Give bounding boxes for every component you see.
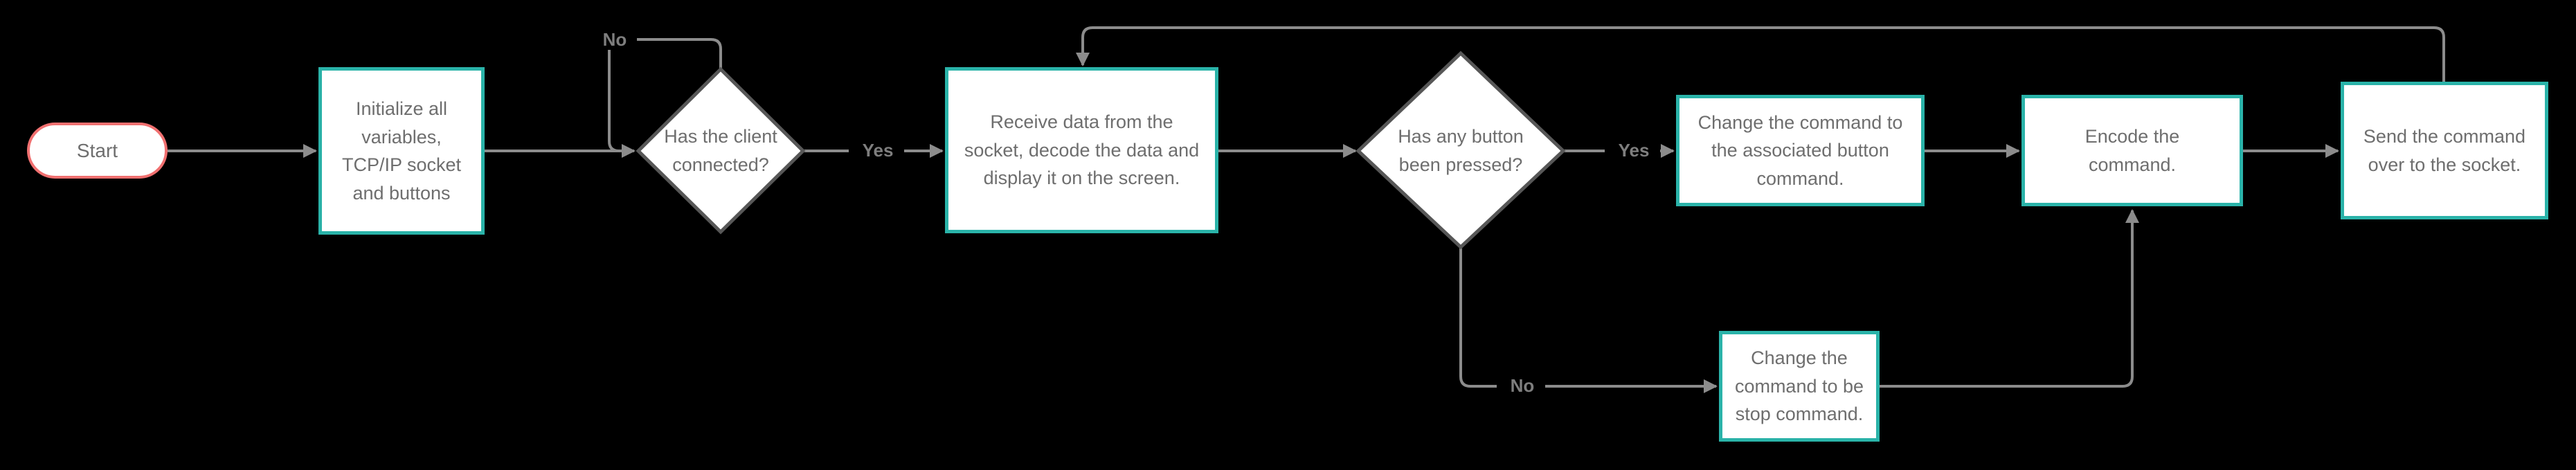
decision-button-pressed-label: Has any button been pressed? [1398, 126, 1524, 175]
edge-client-no-loop-out [631, 38, 722, 69]
edge-label-client-yes: Yes [852, 140, 904, 161]
edge-button-no-a [1459, 247, 1497, 388]
edge-label-button-yes: Yes [1607, 140, 1660, 161]
decision-client-connected-shape [636, 66, 806, 235]
edge-stop-to-encode [1880, 209, 2139, 388]
process-send-command: Send the command over to the socket. [2341, 82, 2548, 219]
start-terminal: Start [27, 123, 168, 179]
edge-send-return-to-receive [1076, 26, 2445, 82]
process-change-stop-command: Change the command to be stop command. [1719, 331, 1880, 442]
decision-client-connected-label: Has the client connected? [664, 126, 777, 175]
edge-client-no-loop-return [608, 50, 623, 152]
process-receive-data: Receive data from the socket, decode the… [945, 67, 1218, 233]
process-encode-command: Encode the command. [2021, 95, 2243, 206]
edge-label-button-no: No [1499, 375, 1545, 396]
decision-button-pressed-shape [1355, 51, 1566, 250]
edge-label-client-no: No [593, 29, 637, 50]
process-change-button-command: Change the command to the associated but… [1676, 95, 1925, 206]
process-initialize: Initialize all variables, TCP/IP socket … [318, 67, 485, 235]
